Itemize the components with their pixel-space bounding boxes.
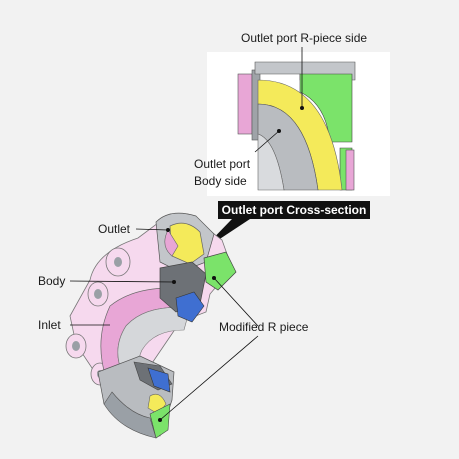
leader-outlet-dot [166, 228, 170, 232]
label-outlet: Outlet [98, 222, 131, 236]
leader-body-dot [172, 280, 176, 284]
r-piece-green-upper [203, 251, 237, 291]
outlet-yellow-seal [169, 222, 205, 265]
outlet-pink-edge [164, 229, 179, 257]
label-outlet-r-piece-side: Outlet port R-piece side [241, 31, 368, 45]
leader-body [69, 280, 175, 283]
leader-r-piece-lower [159, 335, 259, 421]
inset-panel [207, 47, 390, 196]
label-body-side: Body side [194, 174, 247, 188]
gasket-blue-upper [175, 291, 205, 323]
leader-r-piece-upper [213, 277, 259, 327]
valve-body-illustration [65, 212, 237, 439]
label-modified-r-piece: Modified R piece [219, 320, 309, 334]
flange-hole-low [72, 341, 80, 351]
label-body: Body [38, 274, 66, 288]
leader-outlet [135, 228, 169, 231]
label-outlet-port-body: Outlet port [194, 157, 251, 171]
inset-bore [257, 133, 285, 191]
leader-r-piece-upper-dot [212, 276, 216, 280]
leader-lines [69, 228, 259, 422]
flange-hole-top [114, 257, 122, 267]
inset-r-piece-green [299, 73, 353, 143]
inset-leader-dot-top [300, 106, 304, 110]
label-inlet: Inlet [38, 318, 61, 332]
cross-section-callout: Outlet port Cross-section [218, 201, 370, 219]
flange-hole-mid [94, 289, 102, 299]
lower-flange-rim [103, 391, 157, 439]
inset-leader-body-side [254, 130, 280, 153]
inset-pink-lower [345, 149, 355, 191]
inset-pink-flange [237, 73, 253, 135]
leader-r-piece-lower-dot [158, 418, 162, 422]
gasket-blue-lower [147, 367, 171, 393]
